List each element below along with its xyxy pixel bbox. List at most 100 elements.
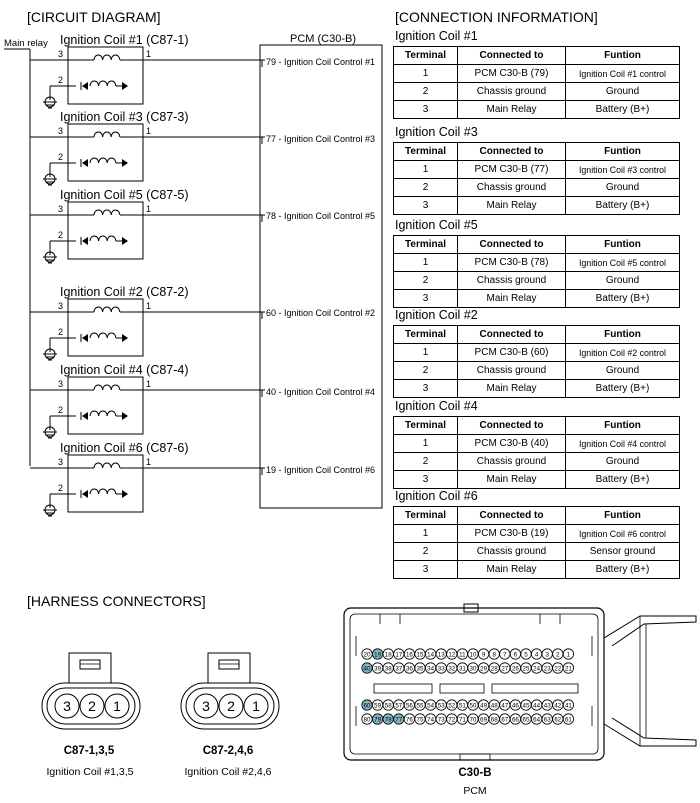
pcm-pin-label: 7 [503, 651, 507, 658]
pcm-pin-label: 9 [482, 651, 486, 658]
pcm-pin-label: 48 [491, 702, 498, 709]
table-cell: PCM C30-B (19) [457, 524, 566, 543]
pcm-pin-label: 54 [427, 702, 434, 709]
pcm-pin-label: 67 [501, 716, 508, 723]
table-cell: Chassis ground [457, 542, 566, 561]
table-cell: Battery (B+) [565, 100, 680, 119]
svg-text:2: 2 [58, 327, 63, 337]
svg-text:1: 1 [146, 457, 151, 467]
table-cell: 3 [393, 100, 458, 119]
svg-text:1: 1 [146, 301, 151, 311]
connection-table-title: Ignition Coil #4 [395, 399, 478, 413]
table-cell: 2 [393, 452, 458, 471]
pcm-pin-label: 51 [459, 702, 466, 709]
table-cell: Main Relay [457, 379, 566, 398]
table-cell: Ground [565, 178, 680, 197]
pcm-pin-77: 77 - Ignition Coil Control #3 [266, 134, 376, 144]
pcm-pin-label: 34 [427, 665, 434, 672]
table-header: Funtion [565, 325, 680, 344]
pcm-pin-label: 57 [395, 702, 402, 709]
pcm-pin-label: 44 [533, 702, 540, 709]
pcm-pin-label: 25 [523, 665, 530, 672]
pcm-pin-label: 12 [448, 651, 455, 658]
svg-text:2: 2 [58, 483, 63, 493]
pcm-pin-label: 55 [417, 702, 424, 709]
table-cell: Ground [565, 271, 680, 290]
pcm-pin-label: 24 [533, 665, 540, 672]
table-cell: 2 [393, 542, 458, 561]
pcm-pin-label: 38 [385, 665, 392, 672]
table-cell: 2 [393, 82, 458, 101]
svg-text:1: 1 [146, 126, 151, 136]
pcm-pin-label: 31 [459, 665, 466, 672]
pcm-pin-label: 36 [406, 665, 413, 672]
coil-connector-1: 3 2 1 [41, 652, 141, 730]
connector-pin-label: 3 [63, 698, 71, 714]
pcm-pin-label: 22 [554, 665, 561, 672]
table-header: Connected to [457, 142, 566, 161]
svg-text:3: 3 [58, 301, 63, 311]
pcm-pin-label: 21 [565, 665, 572, 672]
pcm-pin-label: 46 [512, 702, 519, 709]
pcm-pin-label: 40 [364, 665, 371, 672]
table-cell: Sensor ground [565, 542, 680, 561]
table-header: Connected to [457, 235, 566, 254]
pcm-pin-label: 78 [385, 716, 392, 723]
pcm-pin-label: 8 [492, 651, 496, 658]
svg-text:3: 3 [58, 457, 63, 467]
svg-text:2: 2 [58, 152, 63, 162]
table-cell: Battery (B+) [565, 379, 680, 398]
pcm-pin-60: 60 - Ignition Coil Control #2 [266, 308, 376, 318]
table-header: Connected to [457, 325, 566, 344]
pcm-pin-label: 16 [406, 651, 413, 658]
table-cell: Main Relay [457, 470, 566, 489]
pcm-pin-label: 65 [523, 716, 530, 723]
coil-block-2: 3 1 2 [30, 123, 265, 186]
connector-pin-label: 1 [113, 698, 121, 714]
connection-table-title: Ignition Coil #2 [395, 308, 478, 322]
table-header: Connected to [457, 416, 566, 435]
main-relay-label: Main relay [4, 38, 48, 49]
coil-block-6: 3 1 2 [30, 454, 265, 517]
table-header: Funtion [565, 416, 680, 435]
pcm-pin-label: 39 [374, 665, 381, 672]
pcm-pin-label: 69 [480, 716, 487, 723]
table-cell: Ground [565, 452, 680, 471]
pcm-pin-label: 10 [470, 651, 477, 658]
table-cell: 1 [393, 253, 458, 272]
pcm-pin-label: 49 [480, 702, 487, 709]
connection-info-title: [CONNECTION INFORMATION] [395, 9, 598, 25]
svg-text:3: 3 [58, 204, 63, 214]
connector-pin-label: 2 [88, 698, 96, 714]
pcm-pin-label: 42 [554, 702, 561, 709]
table-cell: PCM C30-B (79) [457, 64, 566, 83]
pcm-pin-label: 20 [364, 651, 371, 658]
connector-pin-label: 2 [227, 698, 235, 714]
pcm-pin-label: 58 [385, 702, 392, 709]
pcm-pin-label: 63 [544, 716, 551, 723]
table-cell: 2 [393, 178, 458, 197]
coil-5-title: Ignition Coil #5 (C87-5) [60, 188, 189, 202]
table-header: Terminal [393, 46, 458, 65]
table-cell: Main Relay [457, 560, 566, 579]
connection-table-title: Ignition Coil #1 [395, 29, 478, 43]
pcm-pin-label: 41 [565, 702, 572, 709]
connection-table-title: Ignition Coil #3 [395, 125, 478, 139]
coil-3-title: Ignition Coil #3 (C87-3) [60, 110, 189, 124]
pcm-pin-label: 35 [417, 665, 424, 672]
pcm-pin-label: 47 [501, 702, 508, 709]
pcm-pin-label: 61 [565, 716, 572, 723]
table-cell: 3 [393, 196, 458, 215]
svg-text:3: 3 [58, 126, 63, 136]
